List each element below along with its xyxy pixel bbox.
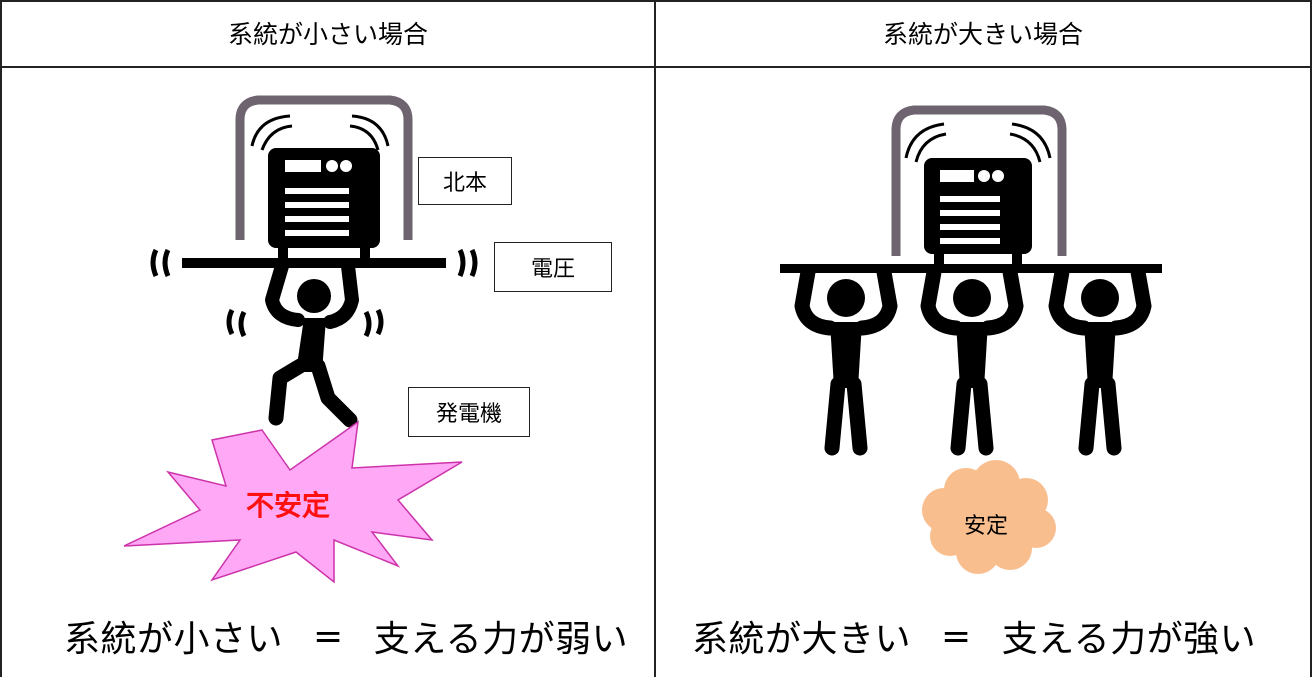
device-frame-left (235, 95, 413, 240)
status-unstable: 不安定 (246, 489, 331, 522)
generator-figure-2 (920, 264, 1024, 456)
table-left-border (0, 0, 2, 677)
caption-right-term: 支える力が強い (1001, 619, 1257, 660)
caption-right-term: 支える力が弱い (373, 619, 629, 660)
header-small-system: 系統が小さい場合 (227, 20, 428, 49)
unstable-burst (123, 420, 463, 584)
label-load: 北本 (418, 157, 512, 205)
label-generator: 発電機 (408, 387, 530, 437)
caption-left-term: 系統が大きい (692, 619, 912, 660)
voltage-bar-right (780, 264, 1162, 273)
voltage-bar-left (182, 258, 446, 268)
status-stable: 安定 (964, 514, 1009, 539)
vibration-arc-left-4 (351, 114, 390, 147)
table-right-border (1310, 0, 1312, 677)
caption-equals: = (941, 615, 972, 657)
device-icon-left (268, 148, 380, 248)
caption-large-system: 系統が大きい = 支える力が強い (692, 600, 1256, 672)
header-large-system: 系統が大きい場合 (882, 20, 1083, 49)
vibration-arc-left-2 (250, 114, 291, 147)
table-top-border (0, 0, 1312, 2)
generator-figure-3 (1048, 264, 1152, 456)
caption-equals: = (313, 615, 344, 657)
generator-figure-left (265, 259, 359, 428)
label-voltage: 電圧 (494, 242, 612, 292)
header-divider (0, 66, 1312, 68)
caption-small-system: 系統が小さい = 支える力が弱い (64, 600, 628, 672)
stable-cloud (922, 460, 1056, 574)
vibration-arc-left-1 (260, 124, 293, 151)
generator-figure-1 (794, 264, 898, 456)
caption-left-term: 系統が小さい (64, 619, 284, 660)
device-frame-right (891, 105, 1067, 256)
vibration-arc-left-3 (349, 124, 380, 151)
column-divider (654, 0, 656, 677)
